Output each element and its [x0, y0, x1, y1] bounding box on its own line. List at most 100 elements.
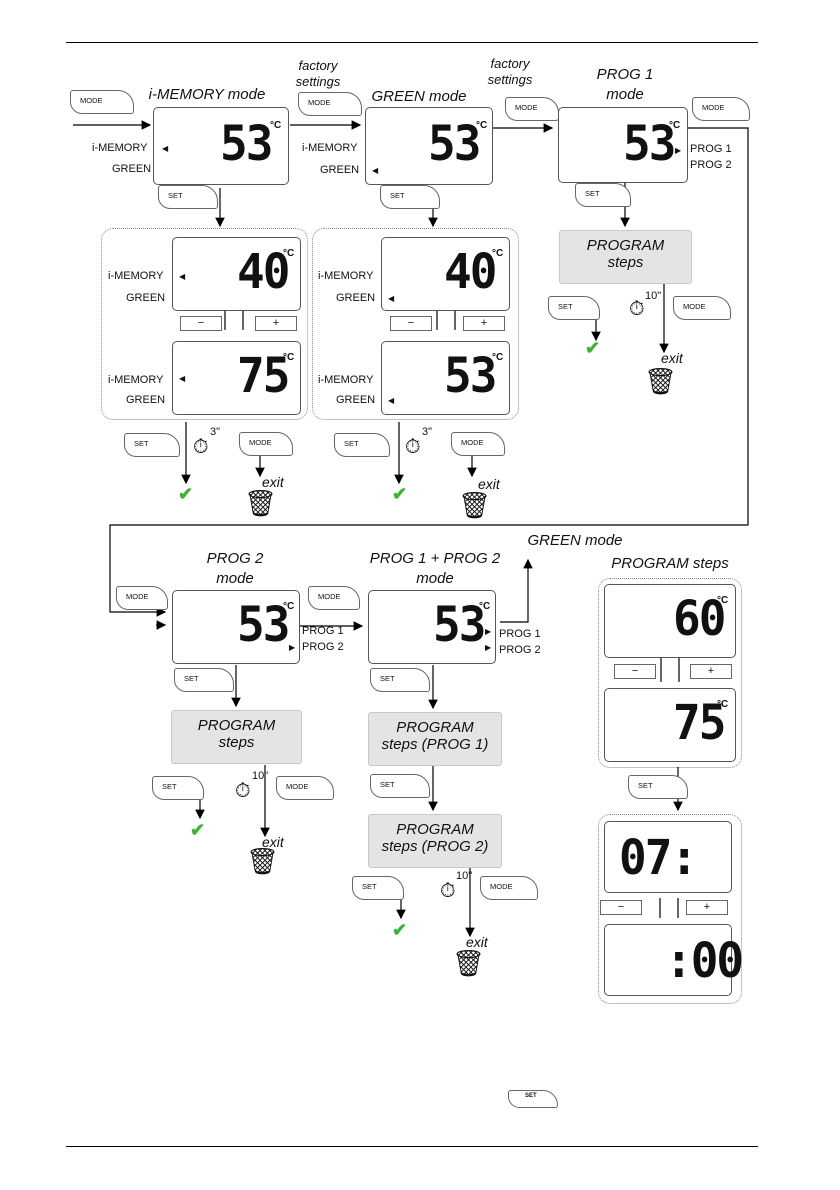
mode-key[interactable]: MODE [298, 92, 362, 116]
program-steps-box: PROGRAM steps [559, 230, 692, 284]
set-key[interactable]: SET [152, 776, 204, 800]
set-key[interactable]: SET [380, 185, 440, 209]
temperature-digits: 75 [673, 693, 726, 751]
timer-icon: ⏱ [405, 436, 421, 458]
pointer-icon: ▶ [485, 627, 492, 636]
program-word: PROGRAM [586, 237, 665, 254]
check-icon: ✔ [392, 920, 408, 940]
trash-bin-icon: 🗑 [458, 490, 492, 520]
mode-key[interactable]: MODE [692, 97, 750, 121]
prog1-display: 53 °C ▶ [558, 107, 688, 183]
set-key[interactable]: SET [548, 296, 600, 320]
green-mode-link: GREEN mode [527, 532, 623, 549]
celsius-unit: °C [669, 120, 681, 131]
timer-icon: ⏱ [193, 436, 209, 458]
temperature-digits: 53 [444, 346, 497, 404]
imemory-mode-title: i-MEMORY mode [148, 86, 266, 103]
settings-label: settings [295, 74, 341, 89]
prog2-title: PROG 2 [206, 550, 264, 567]
program-steps-box: PROGRAM steps [171, 710, 302, 764]
set-key[interactable]: SET [158, 185, 218, 209]
pointer-icon: ◀ [388, 396, 395, 405]
imemory-display-lower: 75 °C ◀ [172, 341, 301, 415]
check-icon: ✔ [392, 484, 408, 504]
set-key[interactable]: SET [334, 433, 390, 457]
hours-digits: 07: [619, 828, 698, 886]
mode-key[interactable]: MODE [505, 97, 559, 121]
trash-bin-icon: 🗑 [244, 488, 278, 518]
program-steps-prog2-box: PROGRAM steps (PROG 2) [368, 814, 502, 868]
set-key[interactable]: SET [628, 775, 688, 799]
steps-display-upper: 60 °C [604, 584, 736, 658]
green-label: GREEN [112, 163, 152, 175]
prog2-mode-word: mode [216, 570, 254, 587]
steps-word: steps [218, 734, 255, 751]
imemory-label: i-MEMORY [318, 374, 374, 386]
program-steps-group [598, 578, 742, 768]
imemory-label: i-MEMORY [318, 270, 374, 282]
footer-set-key[interactable]: SET [508, 1090, 558, 1108]
prog2-display: 53 °C ▶ [172, 590, 300, 664]
mode-key[interactable]: MODE [239, 432, 293, 456]
timer-icon: ⏱ [629, 298, 645, 320]
timer-label: 3" [422, 426, 433, 438]
imemory-label: i-MEMORY [108, 270, 164, 282]
exit-label: exit [262, 834, 284, 850]
set-key[interactable]: SET [352, 876, 404, 900]
prog2-label: PROG 2 [690, 159, 732, 171]
imemory-label: i-MEMORY [92, 142, 148, 154]
temperature-digits: 53 [433, 595, 486, 653]
timer-icon: ⏱ [440, 880, 456, 902]
minus-button[interactable]: − [600, 900, 642, 915]
exit-label: exit [466, 934, 488, 950]
temperature-digits: 60 [673, 589, 726, 647]
imemory-adjust-group [101, 228, 308, 420]
plus-button[interactable]: + [463, 316, 505, 331]
set-key[interactable]: SET [174, 668, 234, 692]
minutes-digits: :00 [665, 931, 744, 989]
pointer-icon: ▶ [675, 146, 682, 155]
pointer-icon: ▶ [289, 643, 296, 652]
prog1-label: PROG 1 [690, 143, 732, 155]
pointer-icon: ◀ [162, 144, 169, 153]
time-steps-group [598, 814, 742, 1004]
prog2-label: PROG 2 [302, 641, 344, 653]
mode-key[interactable]: MODE [116, 586, 168, 610]
steps-word: steps [607, 254, 644, 271]
set-key[interactable]: SET [370, 668, 430, 692]
prog12-mode-word: mode [416, 570, 454, 587]
bottom-rule [66, 1146, 758, 1147]
celsius-unit: °C [479, 601, 491, 612]
prog12-display: 53 °C ▶ ▶ [368, 590, 496, 664]
imemory-label: i-MEMORY [302, 142, 358, 154]
set-key[interactable]: SET [124, 433, 180, 457]
mode-key[interactable]: MODE [451, 432, 505, 456]
green-display-upper: 40 °C ◀ [381, 237, 510, 311]
minus-button[interactable]: − [180, 316, 222, 331]
plus-button[interactable]: + [255, 316, 297, 331]
green-adjust-group [312, 228, 519, 420]
green-label: GREEN [336, 394, 376, 406]
set-key[interactable]: SET [575, 183, 631, 207]
minus-button[interactable]: − [390, 316, 432, 331]
celsius-unit: °C [492, 248, 504, 259]
mode-key[interactable]: MODE [276, 776, 334, 800]
celsius-unit: °C [717, 699, 729, 710]
mode-key[interactable]: MODE [673, 296, 731, 320]
prog1-label: PROG 1 [302, 625, 344, 637]
mode-key[interactable]: MODE [480, 876, 538, 900]
pointer-icon: ◀ [179, 272, 186, 281]
timer-label: 3" [210, 426, 221, 438]
steps-prog1-word: steps (PROG 1) [381, 736, 489, 753]
green-display: 53 °C ◀ [365, 107, 493, 185]
plus-button[interactable]: + [686, 900, 728, 915]
factory-label: factory [490, 56, 530, 71]
minus-button[interactable]: − [614, 664, 656, 679]
set-key[interactable]: SET [370, 774, 430, 798]
prog12-title: PROG 1 + PROG 2 [369, 550, 501, 567]
exit-label: exit [661, 350, 683, 366]
mode-key[interactable]: MODE [308, 586, 360, 610]
prog1-label: PROG 1 [499, 628, 541, 640]
plus-button[interactable]: + [690, 664, 732, 679]
mode-key[interactable]: MODE [70, 90, 134, 114]
